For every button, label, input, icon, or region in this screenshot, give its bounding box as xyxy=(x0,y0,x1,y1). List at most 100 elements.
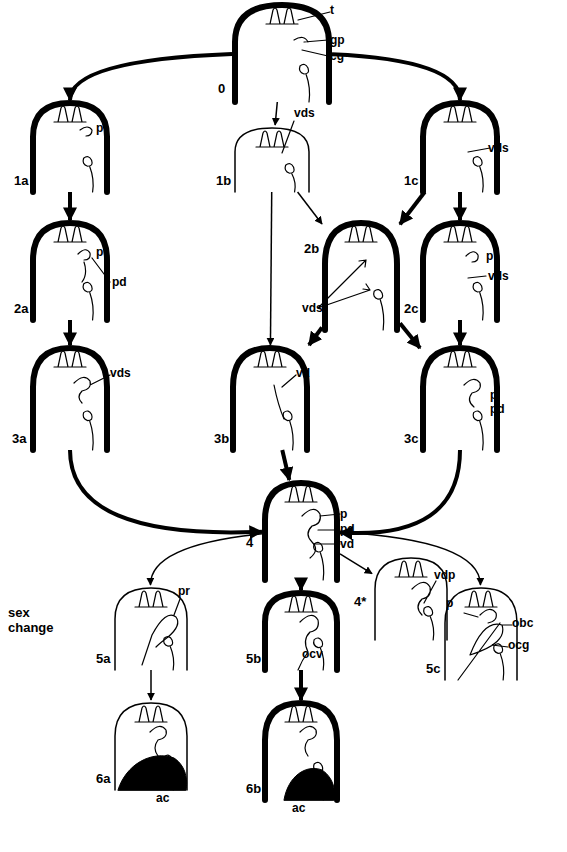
organ-detail xyxy=(466,252,486,278)
part-label: p xyxy=(486,250,493,262)
genital-pore xyxy=(494,644,504,680)
organ-detail xyxy=(80,127,92,136)
part-label: cg xyxy=(330,50,344,62)
stage-number: 1b xyxy=(216,174,231,187)
transition-arrow xyxy=(275,102,277,125)
part-label: ocv xyxy=(302,648,323,660)
head-outline-path xyxy=(235,5,329,102)
organ-detail xyxy=(318,260,370,308)
transition-arrow xyxy=(270,192,271,345)
tentacle-symbol xyxy=(285,486,317,502)
stage-drawing: 3cppd xyxy=(420,345,500,450)
stage-number: 3b xyxy=(214,432,229,445)
transition-arrow xyxy=(332,54,460,100)
stage-number: 5b xyxy=(246,652,261,665)
head-outline-path xyxy=(423,348,497,450)
genital-pore xyxy=(83,411,93,450)
part-label: p xyxy=(446,597,453,609)
part-label: obc xyxy=(512,617,533,629)
part-label: vds xyxy=(110,367,131,379)
head-outline-path xyxy=(235,128,309,192)
head-outline-path xyxy=(265,593,337,670)
part-label: vds xyxy=(488,142,509,154)
transition-arrow xyxy=(299,670,303,700)
head-outline-path xyxy=(445,588,517,680)
transition-arrow xyxy=(400,192,425,224)
part-label: vdp xyxy=(434,569,455,581)
part-label: vds xyxy=(294,107,315,119)
transition-arrow xyxy=(68,320,72,345)
genital-pore xyxy=(285,164,295,192)
head-outline xyxy=(30,345,110,450)
stage-drawing: 2appd xyxy=(30,220,110,320)
head-outline-path xyxy=(233,348,307,450)
transition-arrow xyxy=(70,450,262,532)
stage-number: 1a xyxy=(14,174,28,187)
tentacle-symbol xyxy=(444,226,476,242)
head-outline xyxy=(262,590,340,670)
organ-detail xyxy=(274,375,296,419)
part-label: vds xyxy=(302,302,323,314)
head-outline xyxy=(372,555,450,640)
head-outline xyxy=(322,220,400,330)
transition-arrow xyxy=(340,450,460,533)
transition-arrow xyxy=(299,580,303,590)
transition-arrow xyxy=(458,192,462,220)
transition-arrow xyxy=(150,670,152,700)
stage-number: 3c xyxy=(404,432,418,445)
tentacle-symbol xyxy=(54,351,86,367)
tentacle-symbol xyxy=(395,561,427,577)
tentacle-symbol xyxy=(285,706,317,722)
part-label: pd xyxy=(340,523,355,535)
stage-number: 2c xyxy=(404,302,418,315)
head-outline xyxy=(30,100,110,192)
part-label: ac xyxy=(292,802,305,814)
part-label: ac xyxy=(156,792,169,804)
genital-pore xyxy=(164,755,174,790)
organ-detail xyxy=(458,609,512,680)
head-outline xyxy=(262,480,340,580)
organ-detail xyxy=(302,509,340,558)
part-label: pd xyxy=(490,403,505,415)
albumen-gland-fill xyxy=(284,768,335,800)
part-label: p xyxy=(490,389,497,401)
genital-pore xyxy=(283,411,293,450)
genital-pore xyxy=(374,290,384,330)
tentacle-symbol xyxy=(266,8,298,24)
stage-number: 4* xyxy=(354,595,366,608)
tentacle-symbol xyxy=(444,351,476,367)
transition-arrow xyxy=(400,323,420,348)
stage-number: 2a xyxy=(14,302,28,315)
part-label: ocg xyxy=(508,639,529,651)
genital-pore xyxy=(164,637,174,670)
tentacle-symbol xyxy=(444,106,476,122)
head-outline-path xyxy=(325,223,397,330)
part-label: t xyxy=(330,4,334,16)
stage-number: 0 xyxy=(218,82,225,95)
organ-detail xyxy=(78,250,110,282)
head-outline xyxy=(232,2,332,102)
stage-drawing: 6bac xyxy=(262,700,340,800)
genital-pore xyxy=(473,411,483,450)
head-outline-path xyxy=(423,103,497,192)
head-outline xyxy=(230,345,310,450)
head-outline-path xyxy=(115,588,187,670)
organ-detail xyxy=(150,726,166,756)
stage-drawing: 4*vdp xyxy=(372,555,450,640)
stage-drawing: 1ap xyxy=(30,100,110,192)
organ-detail xyxy=(298,615,318,670)
genital-pore xyxy=(473,157,483,192)
stage-drawing: 1cvds xyxy=(420,100,500,192)
genital-pore xyxy=(83,282,93,320)
stage-drawing: 4ppdvd xyxy=(262,480,340,580)
stage-number: 4 xyxy=(246,536,253,549)
organ-detail xyxy=(142,599,180,665)
part-label: vds xyxy=(488,270,509,282)
organ-detail xyxy=(468,148,490,152)
head-outline xyxy=(262,700,340,800)
part-label: pd xyxy=(112,276,127,288)
head-outline-path xyxy=(423,223,497,320)
head-outline xyxy=(112,700,190,790)
transition-arrow xyxy=(68,192,72,220)
